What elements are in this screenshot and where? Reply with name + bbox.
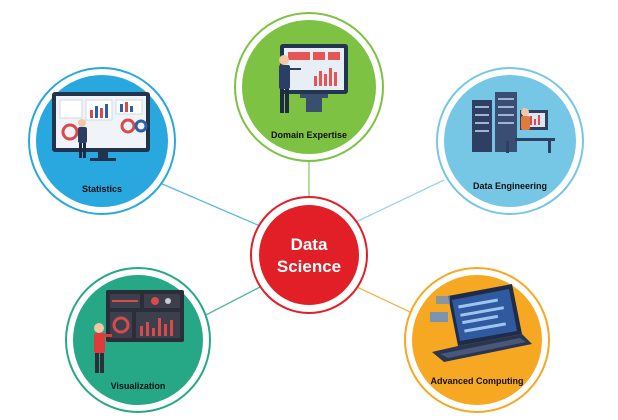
node-label-data-engineering: Data Engineering	[473, 181, 547, 191]
connector-visualization	[199, 285, 263, 319]
node-domain-expertise: Domain Expertise	[234, 12, 384, 162]
connector-advanced-computing	[356, 286, 411, 313]
node-data-engineering: Data Engineering	[436, 67, 584, 215]
center-title-line1: Data	[291, 235, 328, 254]
connector-data-engineering	[355, 179, 445, 223]
node-label-advanced-computing: Advanced Computing	[430, 376, 523, 386]
server-illustration	[472, 92, 555, 153]
dashboard-illustration	[52, 92, 150, 161]
node-advanced-computing: Advanced Computing	[404, 267, 550, 413]
node-data-science-center: Data Science	[250, 196, 368, 314]
node-label-domain-expertise: Domain Expertise	[271, 130, 347, 140]
wall-chart-illustration	[94, 290, 184, 373]
presentation-illustration	[279, 44, 348, 113]
laptop-illustration	[430, 284, 532, 362]
node-label-visualization: Visualization	[111, 381, 166, 391]
connector-statistics	[159, 182, 261, 227]
center-disc	[259, 205, 359, 305]
node-visualization: Visualization	[65, 267, 211, 413]
center-title-line2: Science	[277, 257, 341, 276]
connectors	[159, 160, 445, 319]
node-label-statistics: Statistics	[82, 184, 122, 194]
node-statistics: Statistics	[28, 67, 176, 215]
